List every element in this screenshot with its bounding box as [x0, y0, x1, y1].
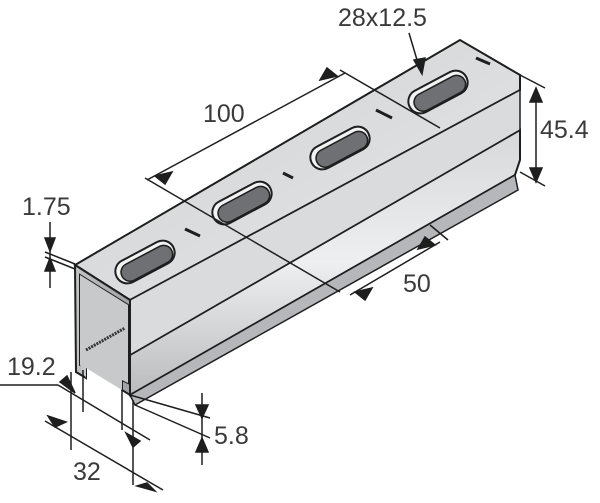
dimension-lines [0, 32, 546, 493]
label-overall-width: 32 [73, 458, 101, 486]
slot [114, 239, 176, 285]
label-slot-pitch: 100 [203, 100, 245, 128]
dimension-labels: 28x12.5 100 45.4 1.75 50 19.2 5.8 32 [7, 4, 589, 486]
slot [211, 180, 273, 226]
label-slot-size: 28x12.5 [338, 4, 427, 32]
label-height: 45.4 [540, 116, 589, 144]
label-opening-width: 19.2 [7, 353, 56, 381]
label-lip-height: 5.8 [214, 422, 249, 450]
label-offset-50: 50 [403, 270, 431, 298]
slots [114, 56, 491, 285]
channel-end-profile [73, 263, 131, 397]
slot [407, 69, 469, 115]
label-wall-thickness: 1.75 [22, 193, 71, 221]
slot [309, 125, 371, 171]
